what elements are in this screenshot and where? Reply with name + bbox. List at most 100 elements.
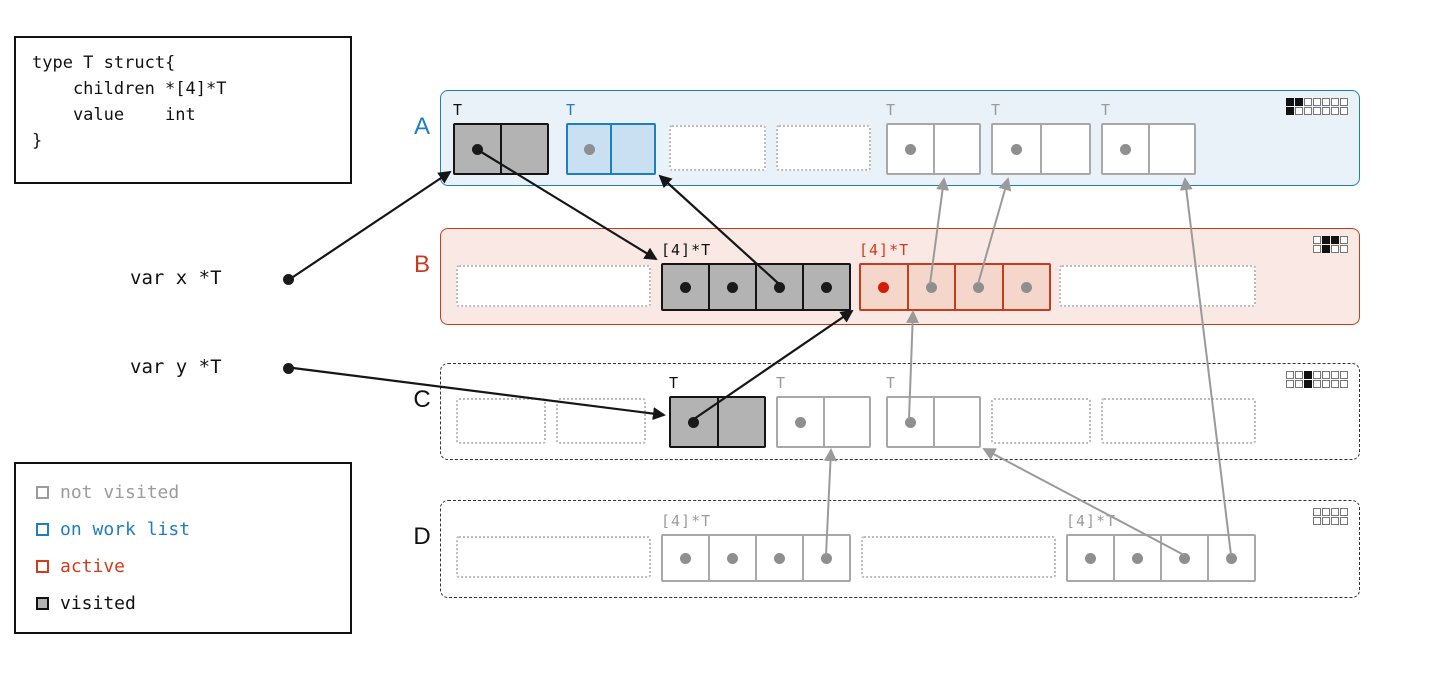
empty-slot [991, 398, 1091, 444]
object-cell [757, 536, 804, 580]
object-cell [1068, 536, 1115, 580]
pointer-dot [821, 552, 832, 564]
t-object-worklist [566, 123, 656, 175]
type-label: T [886, 101, 897, 119]
mark-bitmap [1313, 236, 1349, 253]
pointer-dot [680, 552, 691, 564]
pointer-dot [1226, 552, 1237, 564]
bitmap-row [1313, 245, 1349, 253]
code-line: } [32, 131, 43, 151]
pointer-dot [774, 281, 785, 293]
bitmap-cell [1340, 245, 1348, 253]
legend-label: visited [60, 593, 136, 614]
type-label: [4]*T [1066, 512, 1117, 530]
bitmap-row [1286, 371, 1349, 379]
bitmap-cell [1340, 508, 1348, 516]
type-definition-box: type T struct{ children *[4]*T value int… [14, 36, 352, 184]
bitmap-row [1286, 380, 1349, 388]
bitmap-cell [1295, 107, 1303, 115]
bitmap-cell [1295, 98, 1303, 106]
mark-bitmap [1286, 371, 1349, 388]
type-label: T [991, 101, 1002, 119]
bitmap-cell [1295, 371, 1303, 379]
t-object-not_visited [1101, 123, 1196, 175]
empty-slot [456, 398, 546, 444]
type-label: [4]*T [859, 241, 910, 259]
empty-slot [456, 265, 651, 307]
object-cell [455, 125, 502, 173]
t-object-not_visited [776, 396, 871, 448]
bitmap-cell [1322, 508, 1330, 516]
pointer-dot [925, 281, 937, 293]
bitmap-cell [1286, 98, 1294, 106]
pointer-dot [821, 281, 832, 293]
bitmap-cell [1322, 245, 1330, 253]
legend-label: not visited [60, 482, 180, 503]
bitmap-row [1313, 508, 1349, 516]
bitmap-row [1313, 517, 1349, 525]
bitmap-cell [1304, 380, 1312, 388]
bitmap-cell [1331, 371, 1339, 379]
object-cell [710, 536, 757, 580]
pointer-dot [1119, 143, 1131, 155]
object-cell [719, 398, 765, 446]
object-cell [825, 398, 870, 446]
t-object-visited [669, 396, 766, 448]
object-cell [502, 125, 547, 173]
pointer-dot [688, 416, 700, 428]
bitmap-cell [1313, 236, 1321, 244]
t-object-not_visited [886, 396, 981, 448]
object-cell [1004, 265, 1050, 309]
bitmap-cell [1313, 371, 1321, 379]
bitmap-cell [1322, 371, 1330, 379]
type-label: T [1101, 101, 1112, 119]
pointer-dot [1085, 552, 1096, 564]
pointer-dot [904, 143, 916, 155]
bitmap-cell [1304, 98, 1312, 106]
pointer-dot [727, 281, 738, 293]
legend-item: active [36, 556, 330, 577]
empty-slot [861, 536, 1056, 578]
bitmap-cell [1340, 107, 1348, 115]
bitmap-cell [1322, 517, 1330, 525]
bitmap-cell [1331, 380, 1339, 388]
bitmap-cell [1331, 236, 1339, 244]
type-label: T [566, 101, 577, 119]
object-cell [1115, 536, 1162, 580]
object-cell [568, 125, 612, 173]
bitmap-cell [1313, 245, 1321, 253]
object-cell [861, 265, 909, 309]
bitmap-cell [1295, 380, 1303, 388]
object-cell [888, 398, 935, 446]
pointer-dot [973, 281, 985, 293]
bitmap-cell [1286, 371, 1294, 379]
bitmap-cell [1313, 98, 1321, 106]
var-y-pointer-dot [282, 362, 294, 374]
type-label: [4]*T [661, 512, 712, 530]
type-label: T [886, 374, 897, 392]
bitmap-cell [1313, 107, 1321, 115]
legend-item: visited [36, 593, 330, 614]
legend-swatch [36, 523, 49, 536]
row-label-B: B [413, 251, 430, 278]
bitmap-cell [1331, 98, 1339, 106]
bitmap-cell [1313, 380, 1321, 388]
object-cell [993, 125, 1042, 173]
t-object-visited [453, 123, 549, 175]
pointer-dot [774, 552, 785, 564]
bitmap-cell [1313, 508, 1321, 516]
object-cell [1209, 536, 1254, 580]
legend-swatch [36, 560, 49, 573]
bitmap-cell [1322, 98, 1330, 106]
pointer-dot [794, 416, 806, 428]
span-row-B: B[4]*T[4]*T [414, 228, 1360, 325]
object-cell [804, 265, 849, 309]
object-cell [778, 398, 825, 446]
empty-slot [1059, 265, 1256, 307]
array-object-not_visited [661, 534, 851, 582]
var-x-label: var x *T [130, 267, 222, 289]
object-cell [956, 265, 1004, 309]
code-line: type T struct{ [32, 53, 176, 73]
